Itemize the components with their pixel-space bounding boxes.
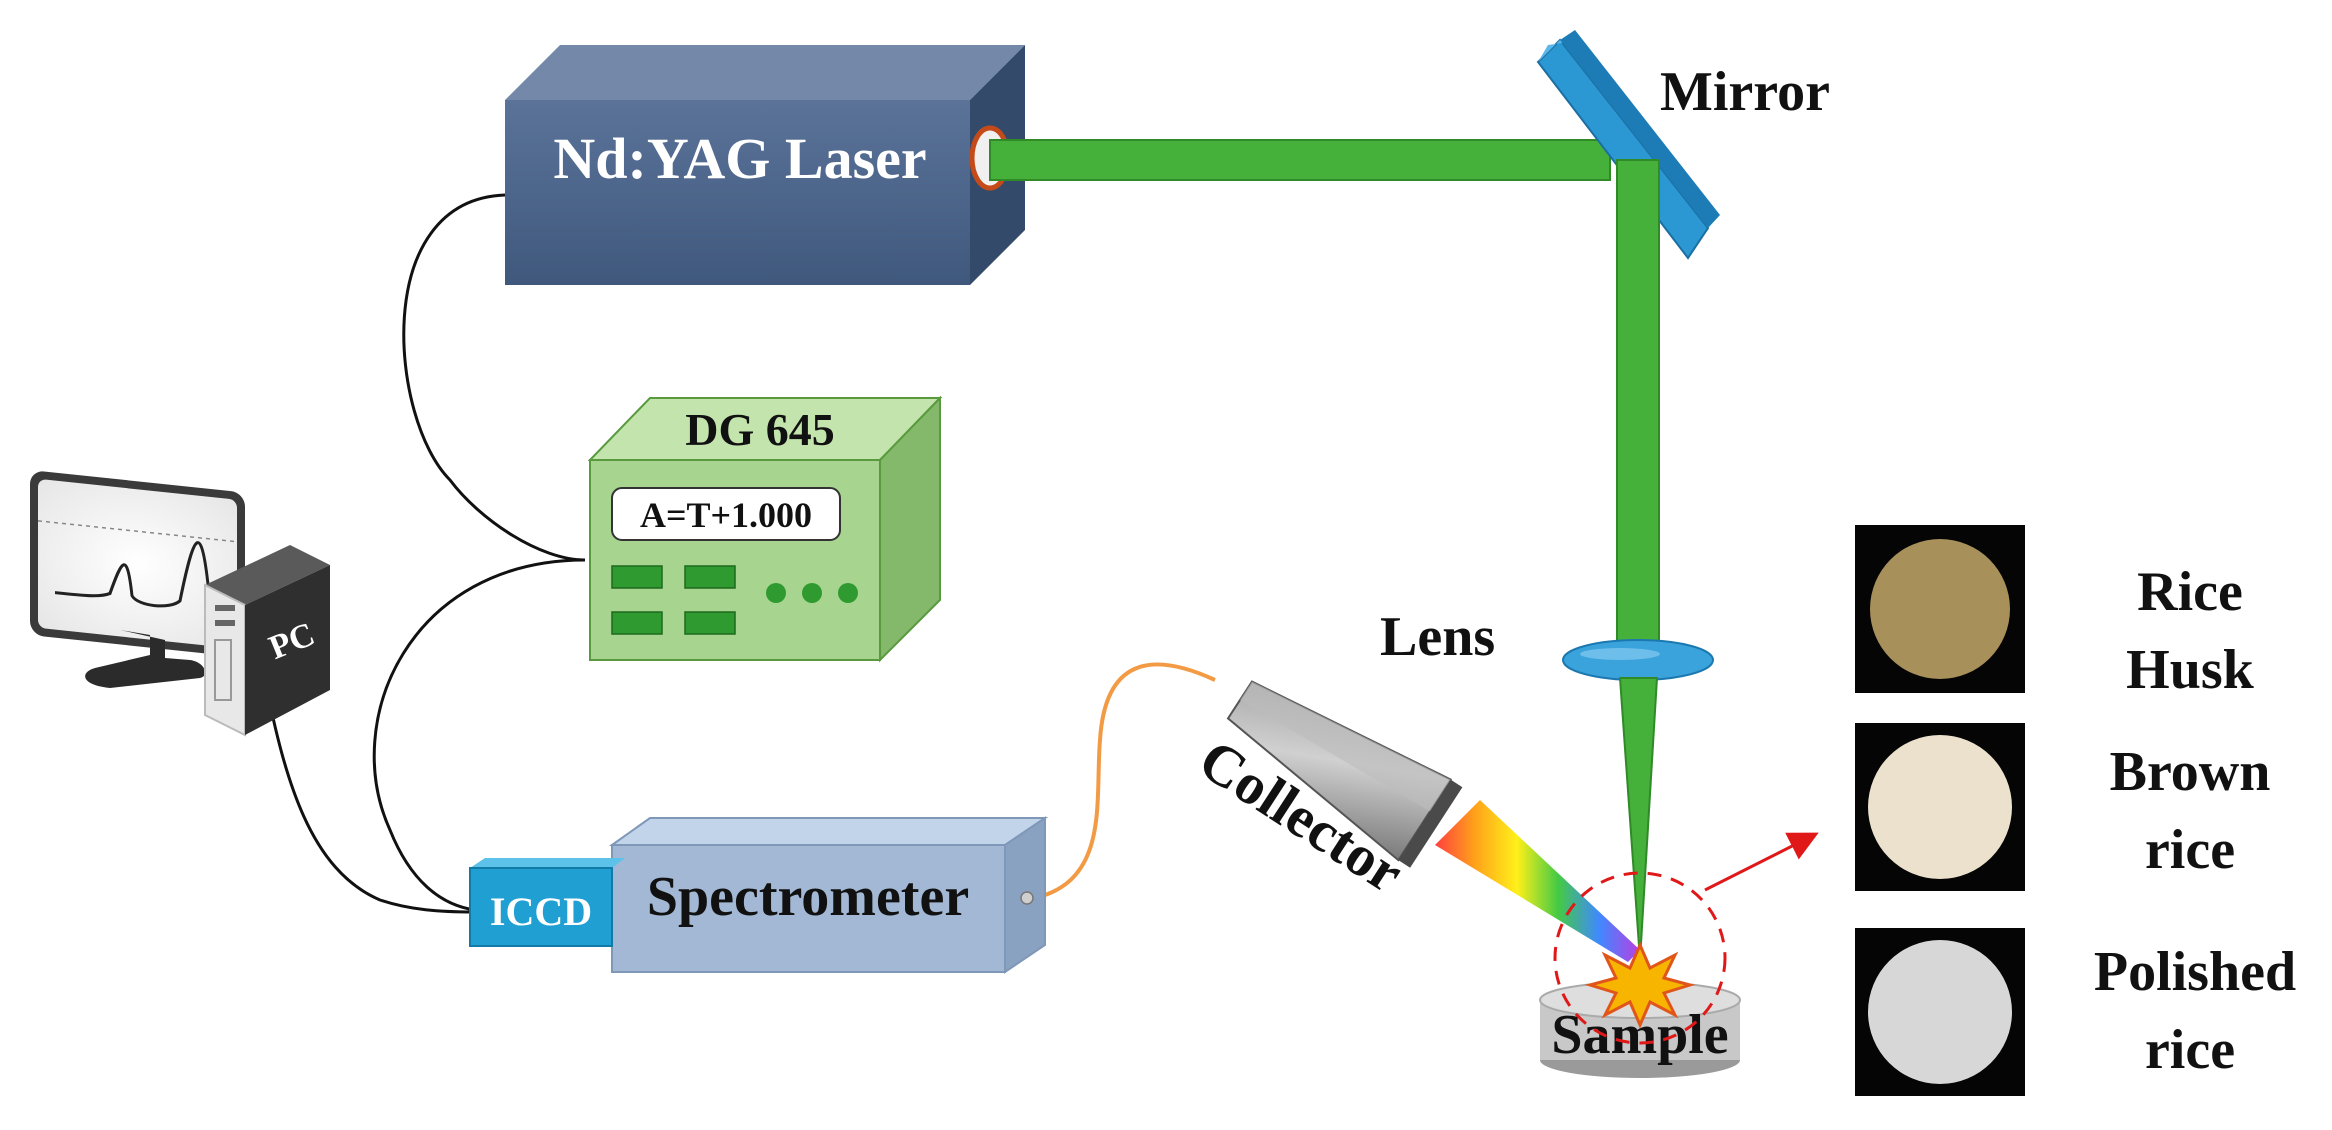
- sample-photo-brown-rice: Brown rice: [1855, 723, 2270, 891]
- plasma-spark: [1584, 941, 1696, 1029]
- spectrometer-port: [1020, 891, 1034, 905]
- laser-beam-horizontal: [989, 139, 1611, 181]
- cable-dg-to-iccd: [372, 558, 586, 912]
- focused-beam: [1618, 677, 1659, 961]
- laser-unit: Nd:YAG Laser: [505, 45, 1025, 285]
- pc-tower: PC: [204, 545, 330, 737]
- sample-disc-brown-rice: [1868, 735, 2012, 879]
- spectrometer-label: Spectrometer: [647, 866, 969, 928]
- lens-highlight: [1580, 648, 1660, 660]
- collector: [1226, 680, 1463, 868]
- dg-buttons: [611, 565, 736, 635]
- dg-display: [611, 487, 841, 541]
- focusing-lens: [1562, 639, 1714, 681]
- sample-arrow: [1704, 832, 1819, 892]
- pc-workstation: PC: [30, 471, 330, 737]
- sample-disc-polished-rice: [1868, 940, 2012, 1084]
- mirror-label: Mirror: [1660, 61, 1830, 123]
- spectrometer-unit: Spectrometer: [608, 816, 1049, 974]
- cable-laser-to-dg: [402, 193, 586, 562]
- monitor: [30, 471, 245, 657]
- monitor-stand: [85, 630, 206, 688]
- optical-fiber: [1034, 662, 1216, 900]
- sample-disc-rice-husk: [1870, 539, 2010, 679]
- laser-beam-vertical: [1616, 159, 1660, 651]
- emission-light-cone: [1435, 800, 1640, 962]
- sample-label-polished-rice-1: Polished: [2094, 941, 2296, 1003]
- sample-photo-rice-husk: Rice Husk: [1855, 525, 2255, 701]
- cable-pc-to-iccd: [263, 679, 476, 914]
- laser-label: Nd:YAG Laser: [553, 126, 926, 191]
- dg-display-text: A=T+1.000: [640, 495, 812, 535]
- iccd-label: ICCD: [490, 889, 592, 934]
- sample-label-rice-husk-2: Husk: [2126, 639, 2254, 701]
- sample-label-rice-husk-1: Rice: [2137, 561, 2243, 623]
- sample-label-brown-rice-2: rice: [2145, 819, 2235, 881]
- lens-label: Lens: [1380, 606, 1495, 668]
- sample-photos: Rice Husk Brown rice Polished rice: [1855, 525, 2296, 1096]
- focus-highlight-circle: [1553, 871, 1727, 1045]
- dg-indicator-lights: [766, 583, 858, 603]
- iccd-camera: ICCD: [469, 858, 625, 947]
- sample-label-polished-rice-2: rice: [2145, 1019, 2235, 1081]
- cables: [263, 193, 586, 914]
- sample-photo-polished-rice: Polished rice: [1855, 928, 2296, 1096]
- delay-generator: DG 645 A=T+1.000: [587, 395, 943, 663]
- sample-label-brown-rice-1: Brown: [2110, 741, 2271, 803]
- dg-label: DG 645: [685, 404, 835, 455]
